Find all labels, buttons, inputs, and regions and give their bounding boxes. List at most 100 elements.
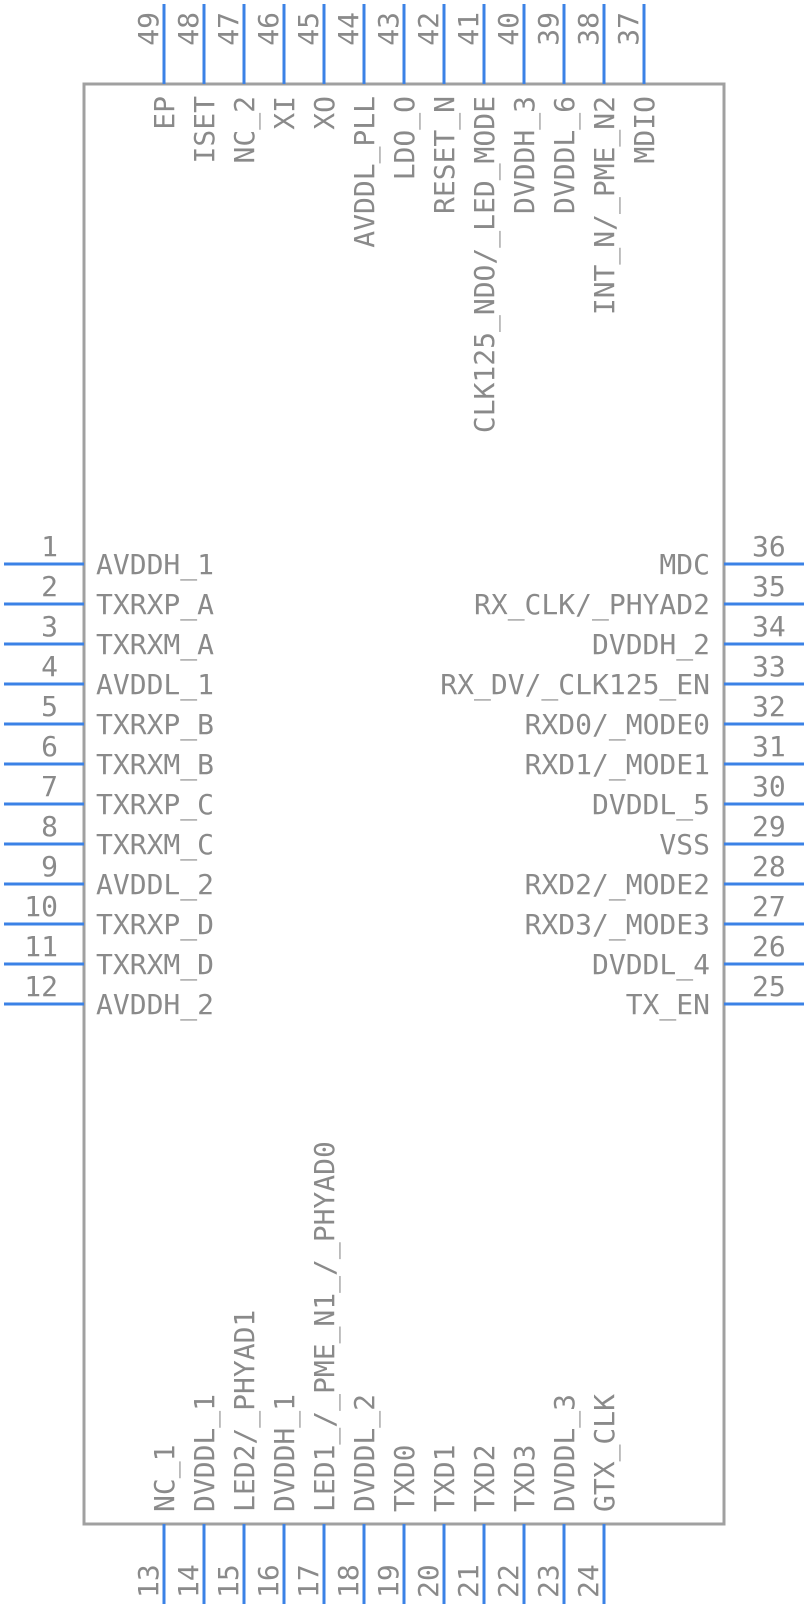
pin-number-22: 22 bbox=[492, 1564, 525, 1598]
pin-number-46: 46 bbox=[252, 12, 285, 46]
pin-number-34: 34 bbox=[752, 610, 786, 643]
pin-number-21: 21 bbox=[452, 1564, 485, 1598]
pin-number-23: 23 bbox=[532, 1564, 565, 1598]
pin-number-15: 15 bbox=[212, 1564, 245, 1598]
pin-label-31: RXD1/_MODE1 bbox=[525, 748, 710, 782]
pin-number-8: 8 bbox=[41, 810, 58, 843]
pin-number-32: 32 bbox=[752, 690, 786, 723]
pin-label-25: TX_EN bbox=[626, 988, 710, 1022]
pin-label-12: AVDDH_2 bbox=[96, 988, 214, 1022]
pin-number-10: 10 bbox=[24, 890, 58, 923]
pin-label-23: DVDDL_3 bbox=[548, 1394, 582, 1512]
pin-label-33: RX_DV/_CLK125_EN bbox=[440, 668, 710, 702]
pin-number-5: 5 bbox=[41, 690, 58, 723]
pin-number-4: 4 bbox=[41, 650, 58, 683]
pin-number-9: 9 bbox=[41, 850, 58, 883]
pin-label-35: RX_CLK/_PHYAD2 bbox=[474, 588, 710, 622]
pin-label-27: RXD3/_MODE3 bbox=[525, 908, 710, 942]
pin-number-11: 11 bbox=[24, 930, 58, 963]
pin-number-25: 25 bbox=[752, 970, 786, 1003]
pin-label-24: GTX_CLK bbox=[588, 1394, 622, 1512]
pin-label-41: CLK125_NDO/_LED_MODE bbox=[468, 96, 502, 433]
pin-number-47: 47 bbox=[212, 12, 245, 46]
pin-number-43: 43 bbox=[372, 12, 405, 46]
pin-label-10: TXRXP_D bbox=[96, 908, 214, 942]
pin-label-32: RXD0/_MODE0 bbox=[525, 708, 710, 742]
pin-label-29: VSS bbox=[659, 828, 710, 861]
pin-label-11: TXRXM_D bbox=[96, 948, 214, 982]
pin-number-40: 40 bbox=[492, 12, 525, 46]
pin-number-44: 44 bbox=[332, 12, 365, 46]
pin-label-26: DVDDL_4 bbox=[592, 948, 710, 982]
pin-label-8: TXRXM_C bbox=[96, 828, 214, 862]
pin-number-30: 30 bbox=[752, 770, 786, 803]
pin-label-3: TXRXM_A bbox=[96, 628, 214, 662]
pin-label-38: INT_N/_PME_N2 bbox=[588, 96, 622, 315]
pin-label-15: LED2/_PHYAD1 bbox=[228, 1310, 262, 1512]
ic-body-outline bbox=[82, 82, 726, 1526]
pin-number-38: 38 bbox=[572, 12, 605, 46]
pin-label-46: XI bbox=[268, 96, 301, 130]
pin-label-9: AVDDL_2 bbox=[96, 868, 214, 902]
pin-number-20: 20 bbox=[412, 1564, 445, 1598]
pin-number-24: 24 bbox=[572, 1564, 605, 1598]
pin-number-28: 28 bbox=[752, 850, 786, 883]
pin-number-17: 17 bbox=[292, 1564, 325, 1598]
pin-label-48: ISET bbox=[188, 96, 221, 164]
pin-number-3: 3 bbox=[41, 610, 58, 643]
pin-number-31: 31 bbox=[752, 730, 786, 763]
pin-label-1: AVDDH_1 bbox=[96, 548, 214, 582]
pin-label-22: TXD3 bbox=[508, 1445, 541, 1512]
pin-label-30: DVDDL_5 bbox=[592, 788, 710, 822]
pin-number-35: 35 bbox=[752, 570, 786, 603]
pin-label-40: DVDDH_3 bbox=[508, 96, 542, 214]
pin-label-16: DVDDH_1 bbox=[268, 1394, 302, 1512]
pin-label-49: EP bbox=[148, 96, 181, 130]
pin-label-20: TXD1 bbox=[428, 1445, 461, 1512]
pin-label-36: MDC bbox=[659, 548, 710, 581]
pin-number-26: 26 bbox=[752, 930, 786, 963]
pin-label-39: DVDDL_6 bbox=[548, 96, 582, 214]
pin-label-28: RXD2/_MODE2 bbox=[525, 868, 710, 902]
pin-number-2: 2 bbox=[41, 570, 58, 603]
pin-number-33: 33 bbox=[752, 650, 786, 683]
pin-label-17: LED1_/_PME_N1_/_PHYAD0 bbox=[308, 1141, 342, 1512]
pin-label-13: NC_1 bbox=[148, 1445, 182, 1512]
pin-number-1: 1 bbox=[41, 530, 58, 563]
pin-number-12: 12 bbox=[24, 970, 58, 1003]
pin-label-19: TXD0 bbox=[388, 1445, 421, 1512]
pin-label-34: DVDDH_2 bbox=[592, 628, 710, 662]
pin-number-16: 16 bbox=[252, 1564, 285, 1598]
pin-label-43: LDO_O bbox=[388, 96, 422, 180]
pin-number-49: 49 bbox=[132, 12, 165, 46]
pin-number-36: 36 bbox=[752, 530, 786, 563]
pin-number-39: 39 bbox=[532, 12, 565, 46]
pin-label-5: TXRXP_B bbox=[96, 708, 214, 742]
pin-number-29: 29 bbox=[752, 810, 786, 843]
pin-label-7: TXRXP_C bbox=[96, 788, 214, 822]
pin-label-44: AVDDL_PLL bbox=[348, 96, 382, 248]
pin-number-41: 41 bbox=[452, 12, 485, 46]
pin-number-6: 6 bbox=[41, 730, 58, 763]
pin-label-2: TXRXP_A bbox=[96, 588, 214, 622]
pin-label-21: TXD2 bbox=[468, 1445, 501, 1512]
pin-label-47: NC_2 bbox=[228, 96, 262, 163]
pin-number-48: 48 bbox=[172, 12, 205, 46]
pin-number-45: 45 bbox=[292, 12, 325, 46]
pin-label-45: XO bbox=[308, 96, 341, 130]
pin-number-18: 18 bbox=[332, 1564, 365, 1598]
pin-label-14: DVDDL_1 bbox=[188, 1394, 222, 1512]
pin-number-13: 13 bbox=[132, 1564, 165, 1598]
pin-label-42: RESET_N bbox=[428, 96, 462, 214]
pin-number-42: 42 bbox=[412, 12, 445, 46]
pin-number-14: 14 bbox=[172, 1564, 205, 1598]
pin-number-27: 27 bbox=[752, 890, 786, 923]
pin-label-37: MDIO bbox=[628, 96, 661, 163]
pin-number-19: 19 bbox=[372, 1564, 405, 1598]
pin-number-7: 7 bbox=[41, 770, 58, 803]
pin-label-4: AVDDL_1 bbox=[96, 668, 214, 702]
pin-label-6: TXRXM_B bbox=[96, 748, 214, 782]
pin-label-18: DVDDL_2 bbox=[348, 1394, 382, 1512]
